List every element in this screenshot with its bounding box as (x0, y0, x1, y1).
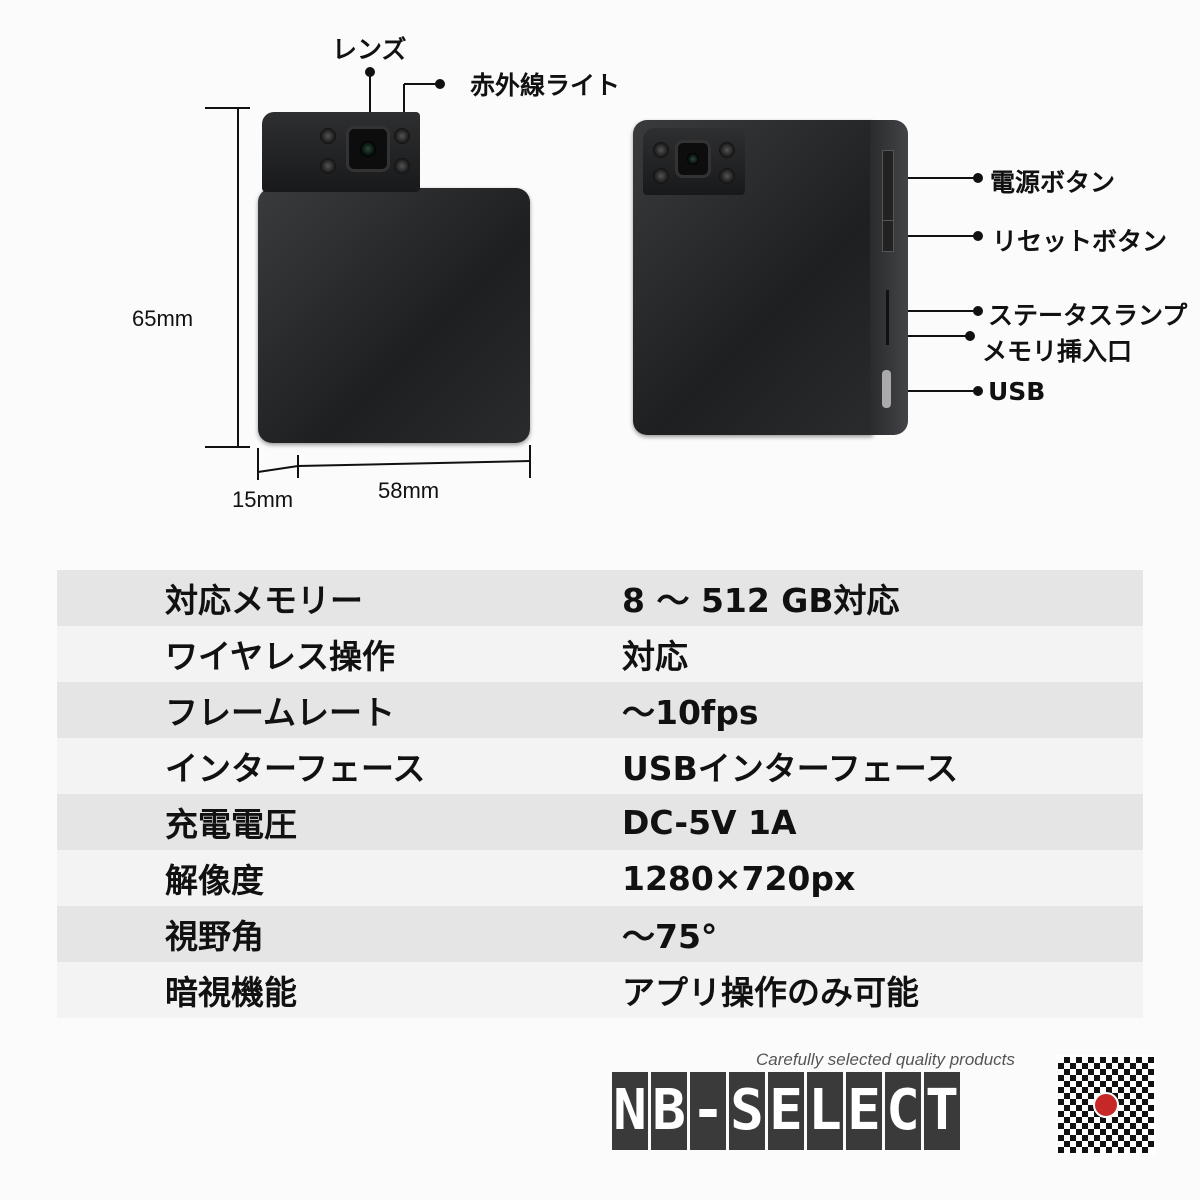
logo-letter: N (612, 1072, 648, 1150)
camera-front-body (258, 188, 530, 443)
spec-value: DC-5V 1A (622, 802, 797, 842)
dimension-width: 58mm (378, 478, 440, 503)
label-power-button: 電源ボタン (990, 168, 1116, 197)
ir-led-icon (653, 142, 669, 158)
spec-value: 対応 (622, 637, 688, 676)
ir-led-icon (320, 158, 336, 174)
label-lens: レンズ (332, 35, 407, 64)
brand-logo: N B - S E L E C T (612, 1072, 960, 1150)
logo-letter: L (807, 1072, 843, 1150)
usb-port-icon (882, 370, 891, 408)
spec-key: ワイヤレス操作 (165, 637, 396, 676)
lens-icon (346, 126, 390, 172)
spec-table: 対応メモリー 8 ～ 512 GB対応 ワイヤレス操作 対応 フレームレート ～10f… (57, 570, 1143, 1018)
label-reset-button: リセットボタン (992, 227, 1168, 256)
spec-key: 充電電圧 (165, 805, 297, 844)
qr-brand-mark-icon (1093, 1092, 1119, 1118)
logo-letter: - (690, 1072, 726, 1150)
label-memory-slot: メモリ挿入口 (982, 337, 1133, 366)
spec-key: 解像度 (165, 861, 264, 900)
camera-module (262, 112, 420, 192)
qr-code-icon (1056, 1055, 1156, 1155)
logo-letter: S (729, 1072, 765, 1150)
brand-tagline: Carefully selected quality products (756, 1050, 1015, 1069)
table-row: 視野角 ～75° (57, 906, 1143, 962)
spec-value: アプリ操作のみ可能 (622, 973, 919, 1012)
spec-value: 1280×720px (622, 858, 856, 898)
spec-value: USBインターフェース (622, 749, 959, 788)
spec-key: 視野角 (165, 917, 264, 956)
logo-letter: B (651, 1072, 687, 1150)
reset-button-icon (882, 220, 894, 252)
ir-led-icon (394, 158, 410, 174)
spec-key: フレームレート (165, 693, 396, 732)
dimension-depth: 15mm (232, 487, 294, 512)
spec-key: 対応メモリー (165, 581, 363, 620)
table-row: 充電電圧 DC-5V 1A (57, 794, 1143, 850)
logo-letter: T (924, 1072, 960, 1150)
ir-led-icon (719, 168, 735, 184)
ir-led-icon (719, 142, 735, 158)
annotation-lines (205, 67, 983, 480)
ir-led-icon (394, 128, 410, 144)
spec-key: インターフェース (165, 749, 426, 788)
table-row: 暗視機能 アプリ操作のみ可能 (57, 962, 1143, 1018)
logo-letter: E (846, 1072, 882, 1150)
table-row: フレームレート ～10fps (57, 682, 1143, 738)
power-switch-icon (882, 150, 894, 222)
spec-value: ～10fps (622, 693, 759, 732)
ir-led-icon (320, 128, 336, 144)
spec-value: 8 ～ 512 GB対応 (622, 581, 900, 620)
camera-module (643, 128, 745, 195)
memory-slot-icon (886, 290, 889, 345)
label-status-lamp: ステータスランプ (988, 301, 1188, 330)
table-row: インターフェース USBインターフェース (57, 738, 1143, 794)
label-usb: USB (988, 377, 1046, 406)
ir-led-icon (653, 168, 669, 184)
dimension-height: 65mm (132, 306, 194, 331)
camera-side-panel (870, 120, 908, 435)
spec-key: 暗視機能 (165, 973, 297, 1012)
label-ir-light: 赤外線ライト (470, 71, 621, 100)
table-row: ワイヤレス操作 対応 (57, 626, 1143, 682)
logo-letter: C (885, 1072, 921, 1150)
table-row: 対応メモリー 8 ～ 512 GB対応 (57, 570, 1143, 626)
spec-value: ～75° (622, 917, 718, 956)
lens-icon (675, 140, 711, 178)
logo-letter: E (768, 1072, 804, 1150)
table-row: 解像度 1280×720px (57, 850, 1143, 906)
